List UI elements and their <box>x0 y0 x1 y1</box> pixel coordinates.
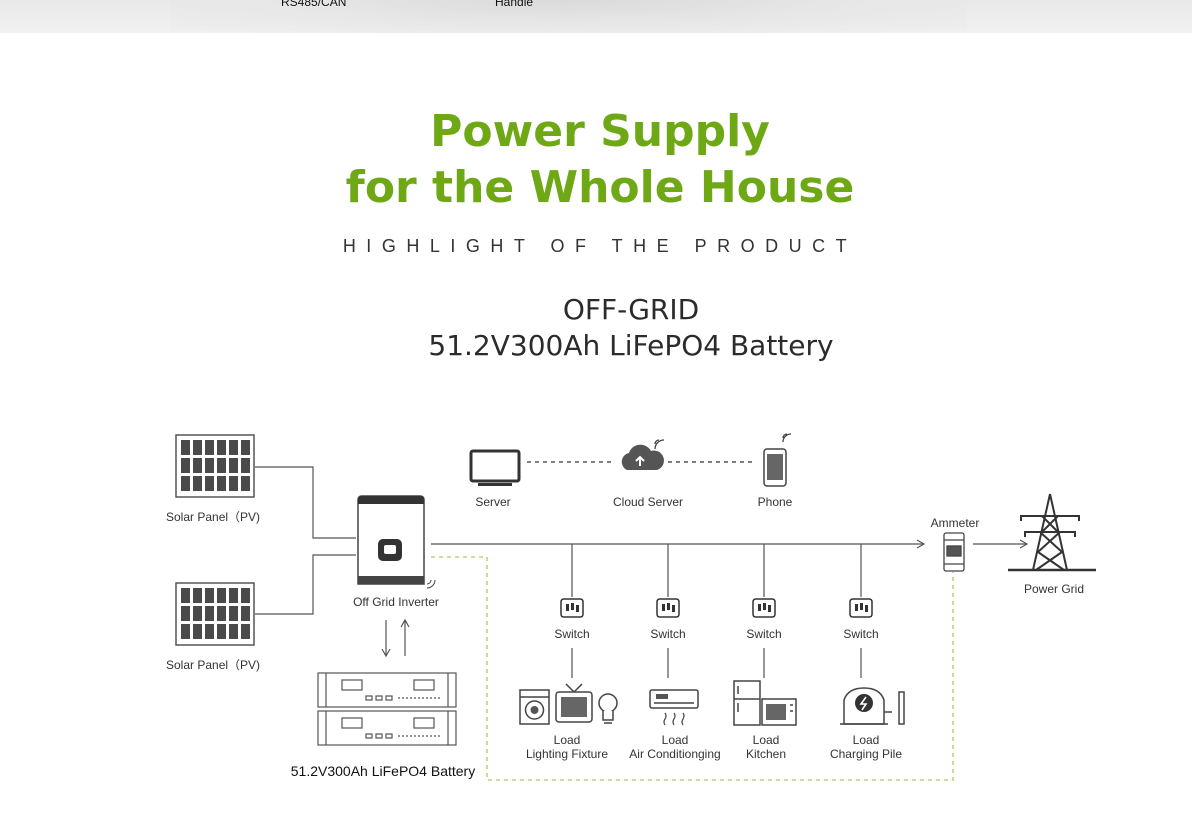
ammeter-label: Ammeter <box>931 516 980 530</box>
server-monitor-icon <box>469 449 521 486</box>
switch-label: Switch <box>746 627 781 641</box>
ammeter-icon <box>943 532 965 572</box>
switch-label: Switch <box>554 627 589 641</box>
air-conditioner-icon <box>649 689 699 726</box>
load-name: Air Conditionging <box>629 747 720 761</box>
solar-panel-label-2: Solar Panel（PV) <box>166 658 260 672</box>
phone-icon <box>763 433 792 487</box>
product-line-1: OFF-GRID <box>562 293 700 326</box>
power-grid-label: Power Grid <box>1024 582 1084 596</box>
washer-tv-bulb-icon <box>519 683 618 725</box>
cloud-upload-icon <box>621 439 665 470</box>
branch-lines <box>571 544 862 678</box>
rs485-can-label: RS485/CAN <box>281 0 347 9</box>
fridge-microwave-icon <box>733 680 797 726</box>
load-title: Load <box>554 733 581 747</box>
inverter-icon <box>357 495 436 589</box>
power-tower-icon <box>1008 493 1096 572</box>
battery-label: 51.2V300Ah LiFePO4 Battery <box>291 763 475 779</box>
switch-icon <box>849 598 873 618</box>
inverter-label: Off Grid Inverter <box>353 595 439 609</box>
switch-icon <box>656 598 680 618</box>
switch-icon <box>560 598 584 618</box>
heading-line-2: for the Whole House <box>345 162 855 213</box>
phone-label: Phone <box>758 495 793 509</box>
charging-pile-icon <box>840 687 905 725</box>
load-title: Load <box>853 733 880 747</box>
solar-panel-icon <box>175 434 255 498</box>
top-image-shading <box>170 0 967 33</box>
pv-connection-lines <box>255 466 356 615</box>
subheading: HIGHLIGHT OF THE PRODUCT <box>342 236 858 256</box>
heading-line-1: Power Supply <box>430 106 770 157</box>
server-label: Server <box>475 495 510 509</box>
top-image-strip: RS485/CAN Handle <box>0 0 1192 33</box>
solar-panel-label-1: Solar Panel（PV) <box>166 510 260 524</box>
switch-label: Switch <box>650 627 685 641</box>
battery-arrows <box>381 618 410 658</box>
product-line-2: 51.2V300Ah LiFePO4 Battery <box>428 329 834 362</box>
load-name: Kitchen <box>746 747 786 761</box>
load-title: Load <box>753 733 780 747</box>
cloud-server-label: Cloud Server <box>613 495 683 509</box>
load-name: Charging Pile <box>830 747 902 761</box>
switch-icon <box>752 598 776 618</box>
battery-icon <box>317 672 457 746</box>
handle-label: Handle <box>495 0 534 9</box>
load-name: Lighting Fixture <box>526 747 608 761</box>
solar-panel-icon <box>175 582 255 646</box>
switch-label: Switch <box>843 627 878 641</box>
load-title: Load <box>662 733 689 747</box>
